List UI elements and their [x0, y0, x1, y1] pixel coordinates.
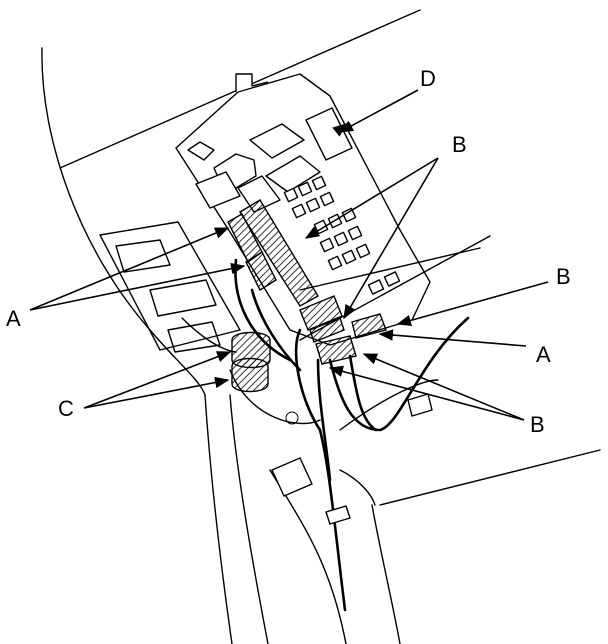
- connector-a-lower: [245, 250, 277, 292]
- connectors: [227, 199, 387, 393]
- arrow-a-left-1: [29, 227, 230, 311]
- connector-b-mid2: [309, 317, 345, 343]
- arrow-c-1: [83, 351, 232, 409]
- callout-a-left: A: [6, 306, 21, 331]
- callout-d: D: [420, 66, 436, 91]
- connector-b-lower: [315, 335, 357, 365]
- leader-arrows: [29, 89, 549, 421]
- callout-b-mid: B: [556, 264, 571, 289]
- arrow-b-bottom-1: [328, 365, 525, 421]
- callout-c: C: [58, 396, 74, 421]
- arrow-b-mid: [396, 281, 549, 327]
- callout-b-top: B: [452, 132, 467, 157]
- callout-labels: D B B A A C B: [6, 66, 571, 437]
- lower-panel: [99, 221, 241, 353]
- connector-c-lower: [231, 357, 269, 393]
- arrow-b-top-1: [304, 157, 439, 239]
- arrow-b-top-2: [343, 157, 439, 320]
- connector-b-mid: [299, 295, 343, 331]
- dashboard-outline: [41, 9, 601, 644]
- fuse-slots: [283, 175, 401, 295]
- arrow-a-right: [378, 329, 527, 347]
- arrow-c-2: [83, 376, 230, 409]
- arrow-b-bottom-2: [362, 353, 525, 421]
- fuse-box: [175, 73, 431, 346]
- wire-harness: [229, 235, 491, 612]
- arrow-d-main: [338, 89, 419, 133]
- arrow-a-left-2: [29, 262, 246, 311]
- callout-b-bottom: B: [530, 412, 545, 437]
- callout-a-right: A: [536, 342, 551, 367]
- connector-b-large: [239, 199, 319, 307]
